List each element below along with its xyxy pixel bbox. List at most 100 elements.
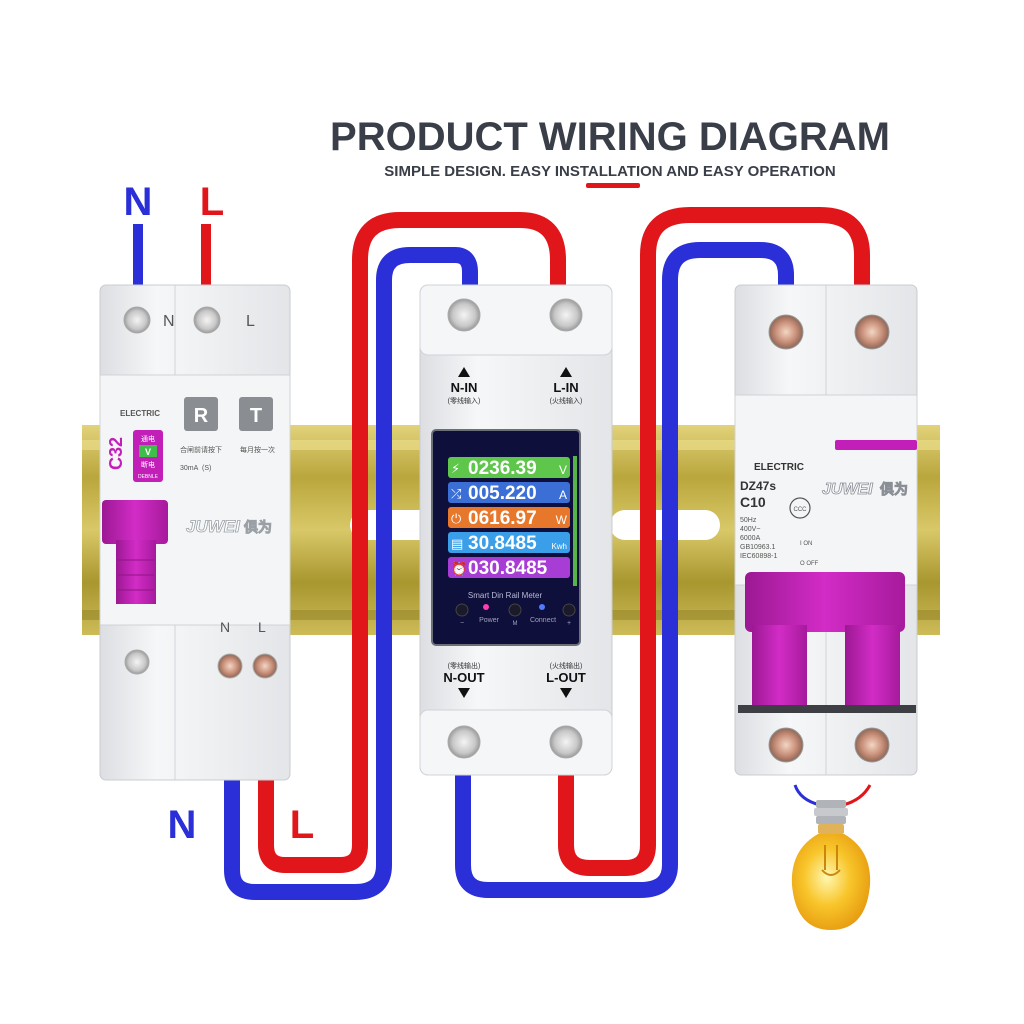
reading-row (448, 507, 570, 528)
supply-live-wire (201, 224, 211, 286)
rcbo-test-caption: 每月按一次 (240, 445, 275, 454)
svg-text:CCC: CCC (794, 507, 808, 513)
mcb-indicator-bar (835, 440, 917, 450)
meter-n-out-cn: (零线输出) (448, 661, 481, 670)
svg-text:断电: 断电 (141, 460, 155, 469)
supply-neutral-label: N (124, 180, 153, 224)
rcbo-screw-l-top (193, 306, 221, 334)
rcbo-device: N L ELECTRIC C32 通电 V 断电 DEBNLE R T 合闸前请… (99, 284, 291, 781)
svg-text:M: M (513, 621, 518, 627)
meter-m-button[interactable] (508, 603, 522, 617)
reading-row (448, 457, 570, 478)
mcb-brand: JUWEI (822, 481, 873, 498)
meter-n-out-label: N-OUT (443, 670, 484, 685)
rcbo-lever-head[interactable] (102, 500, 168, 544)
mcb-screw-top-1 (768, 314, 804, 350)
svg-text:T: T (250, 405, 262, 427)
meter-l-out-label: L-OUT (546, 670, 586, 685)
svg-text:DEBNLE: DEBNLE (138, 474, 159, 480)
mcb-spec-line: GB10963.1 (740, 544, 776, 551)
mcb-lever-bar[interactable] (745, 572, 905, 632)
rcbo-term-bot-l: L (258, 619, 266, 635)
mcb-spec-line: 50Hz (740, 517, 757, 524)
mcb-model: DZ47s (740, 479, 776, 493)
mcb-spec-line: IEC60898-1 (740, 553, 777, 560)
reading-unit: Kwh (551, 542, 567, 551)
bolt-icon: ⚡ (451, 462, 460, 477)
meter-screw-n-out (447, 725, 481, 759)
reading-unit: V (559, 463, 567, 477)
power-label: Power (479, 617, 500, 624)
rcbo-current: 30mA (180, 465, 199, 472)
reading-value: 030.8485 (468, 558, 548, 579)
output-neutral-label: N (168, 803, 197, 847)
meter-screw-l-out (549, 725, 583, 759)
supply-neutral-wire (133, 224, 143, 286)
reading-unit: W (556, 513, 568, 527)
title-underline (586, 183, 640, 188)
screen-footer: Smart Din Rail Meter (468, 591, 543, 600)
reading-row (448, 482, 570, 503)
ccc-mark-icon (789, 497, 811, 519)
mcb-spec-line: 6000A (740, 535, 761, 542)
calendar-icon: ▤ (451, 537, 463, 552)
live-wire-meter-to-breaker (558, 207, 870, 876)
rcbo-screw-n-top (123, 306, 151, 334)
mcb-off-label: O OFF (800, 561, 819, 567)
connect-label: Connect (530, 617, 556, 624)
meter-n-in-cn: (零线输入) (448, 396, 481, 405)
rcbo-rating: C32 (106, 437, 126, 470)
rcbo-term-top-n: N (163, 313, 175, 330)
connect-led (539, 604, 545, 610)
shuffle-icon: ⤮ (451, 487, 462, 502)
mcb-brand-top: ELECTRIC (754, 462, 804, 473)
meter-minus-button[interactable] (455, 603, 469, 617)
rcbo-screw-l-bottom (252, 653, 278, 679)
mcb-spec-line: 400V~ (740, 526, 760, 533)
rcbo-reset-caption: 合闸前请按下 (180, 445, 222, 454)
live-wire-rcbo-to-meter (258, 212, 566, 873)
mcb-on-label: I ON (800, 541, 812, 547)
reading-value: 0616.97 (468, 508, 537, 529)
mcb-breaker: ELECTRIC DZ47s C10 JUWEI 俱为 CCC 50Hz400V… (734, 284, 918, 776)
reading-value: 005.220 (468, 483, 537, 504)
svg-text:−: − (460, 620, 464, 627)
mcb-screw-bottom-1 (768, 727, 804, 763)
mcb-screw-top-2 (854, 314, 890, 350)
reading-value: 0236.39 (468, 458, 537, 479)
rcbo-screw-n-bottom (217, 653, 243, 679)
rcbo-brand: JUWEI (186, 517, 241, 536)
neutral-wire-meter-to-breaker (455, 242, 794, 898)
meter-l-in-label: L-IN (553, 380, 578, 395)
reading-value: 30.8485 (468, 533, 537, 554)
rcbo-test-button[interactable] (239, 397, 273, 431)
rcbo-term-bot-n: N (220, 619, 230, 635)
rcbo-reset-button[interactable] (184, 397, 218, 431)
svg-text:V: V (145, 447, 151, 457)
mcb-lever-left[interactable] (752, 625, 807, 705)
mcb-screw-bottom-2 (854, 727, 890, 763)
neutral-wire-rcbo-to-meter (224, 247, 478, 900)
svg-text:+: + (567, 620, 571, 627)
mcb-brand-cn: 俱为 (879, 481, 908, 497)
rcbo-lever-handle[interactable] (116, 540, 156, 604)
power-led (483, 604, 489, 610)
supply-live-label: L (200, 180, 224, 224)
svg-text:通电: 通电 (141, 434, 155, 443)
page-title: PRODUCT WIRING DIAGRAM (330, 115, 890, 159)
page-subtitle: SIMPLE DESIGN. EASY INSTALLATION AND EAS… (384, 163, 835, 180)
alarm-icon: ⏰ (451, 560, 467, 577)
rcbo-term-top-l: L (246, 313, 255, 330)
meter-plus-button[interactable] (562, 603, 576, 617)
svg-text:R: R (194, 405, 209, 427)
meter-screw-n-in (447, 298, 481, 332)
mcb-lever-right[interactable] (845, 625, 900, 705)
rcbo-brand-cn: 俱为 (243, 519, 272, 535)
reading-row (448, 557, 570, 578)
light-bulb-icon (791, 784, 872, 930)
meter-l-out-cn: (火线输出) (550, 661, 583, 670)
